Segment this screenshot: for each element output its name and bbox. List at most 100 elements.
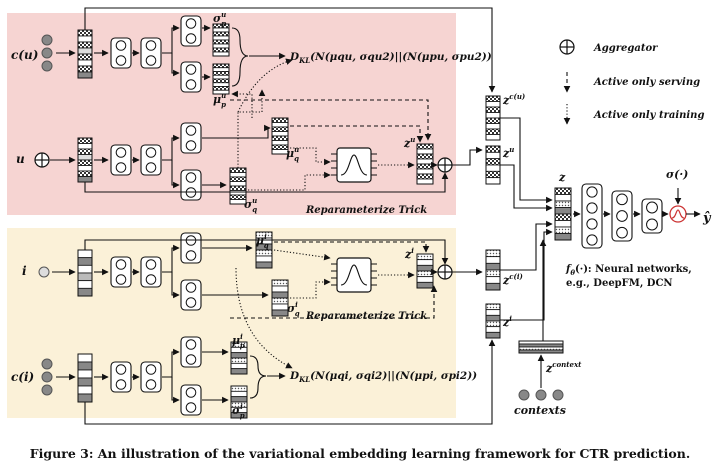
arrow-zcu-to-z <box>500 117 553 204</box>
u-embedding-cell <box>77 165 93 172</box>
z-i-vector-right-cell <box>485 320 501 328</box>
u-layer-mu-neuron <box>185 140 197 151</box>
z-concat-vector-cell <box>554 220 572 228</box>
i-layer-2-neuron <box>145 259 157 270</box>
sigma-q-u-vector-cell <box>229 172 247 178</box>
z-u-vector-right-cell <box>485 177 501 185</box>
z-i-vector-cell <box>416 264 434 272</box>
train-sigma-i-to-reparam <box>290 278 331 299</box>
f-theta-layer-2-neuron <box>616 210 628 222</box>
label-z-i-left: zi <box>404 246 414 261</box>
arrow <box>171 272 180 299</box>
sigma-q-i-vector-cell <box>271 291 289 299</box>
ci-embedding-cell <box>77 353 93 363</box>
mu-q-i-vector-cell <box>255 255 273 263</box>
cu-layer-2-neuron <box>145 40 157 51</box>
mu-p-i-vector-cell <box>230 362 248 370</box>
z-i-vector-right-cell <box>485 331 501 339</box>
mu-p-u-vector-cell <box>212 82 230 87</box>
f-theta-layer-1-neuron <box>586 186 598 198</box>
mu-p-i-vector-cell <box>230 368 248 375</box>
mu-q-u-vector-cell <box>271 126 289 132</box>
arrow-i-skip <box>84 239 449 265</box>
label-y-hat: ŷ <box>702 211 712 226</box>
mu-q-u-vector-cell <box>271 140 289 146</box>
label-z-i-right: zi <box>502 314 512 329</box>
ci-layer-mu-neuron <box>185 339 197 350</box>
z-concat-vector-cell <box>554 233 572 241</box>
mu-p-u-vector-cell <box>212 78 230 84</box>
i-embedding-cell <box>77 249 93 259</box>
z-i-vector-cell <box>416 270 434 278</box>
z-i-vector-right-cell <box>485 309 501 316</box>
sigma-p-u-vector-cell <box>212 27 230 33</box>
mu-p-u-vector-cell <box>212 63 230 69</box>
sigma-p-i-vector <box>230 385 248 419</box>
z-context-vector <box>518 340 564 354</box>
arrow-zci-to-z <box>500 220 553 271</box>
z-cu-vector-cell <box>485 117 501 124</box>
sigma-q-u-vector-cell <box>229 185 247 191</box>
cu-layer-1-neuron <box>115 55 127 66</box>
u-layer-mu-neuron <box>185 125 197 136</box>
u-layer-2-neuron <box>145 162 157 173</box>
cu-layer-2-neuron <box>145 55 157 66</box>
i-embedding-cell <box>77 280 93 289</box>
mu-p-u-vector-cell <box>212 71 230 76</box>
i-input-node <box>38 266 50 278</box>
cu-input-node <box>41 34 53 46</box>
z-u-vector-cell <box>416 163 434 170</box>
arrow-zi-to-z <box>500 228 553 321</box>
cu-layer-mu-neuron <box>185 64 197 75</box>
sigma-p-i-vector-cell <box>230 396 248 403</box>
z-i-vector-cell <box>416 281 434 289</box>
mu-p-i-vector-cell <box>230 357 248 364</box>
z-concat-vector-cell <box>554 200 572 208</box>
sigma-q-i-vector-cell <box>271 309 289 317</box>
f-theta-line2: e.g., DeepFM, DCN <box>566 278 673 289</box>
reparam-item <box>336 257 372 293</box>
z-ci-vector-cell <box>485 276 501 284</box>
sigmoid-curve <box>671 209 685 219</box>
cu-embedding-cell <box>77 47 93 55</box>
u-embedding-cell <box>77 137 93 144</box>
ci-embedding-cell <box>77 385 93 395</box>
mu-q-u-vector-cell <box>271 135 289 141</box>
mu-q-i-vector <box>255 231 273 269</box>
z-u-vector-cell <box>416 178 434 185</box>
cu-layer-sigma-neuron <box>185 33 197 44</box>
cu-embedding-cell <box>77 35 93 43</box>
serving-mu-q-to-zu <box>290 125 424 143</box>
f-theta-layer-1 <box>581 183 603 249</box>
mu-p-i-vector <box>230 341 248 375</box>
kl-divergence-item: DKL(N(μqi, σqi2)||(N(μpi, σpi2)) <box>289 370 477 384</box>
ci-input-node <box>41 384 53 396</box>
label-contexts: contexts <box>514 404 566 417</box>
label-z-u-right: zu <box>502 145 514 160</box>
z-ci-vector-cell <box>485 249 501 258</box>
z-context-vector-cell <box>518 343 564 348</box>
ci-embedding-cell <box>77 361 93 371</box>
z-ci-vector-cell <box>485 262 501 271</box>
reparameterize-label-user: Reparameterize Trick <box>305 205 427 216</box>
arrow <box>171 160 180 189</box>
z-u-vector-cell <box>416 143 434 150</box>
z-concat-vector-cell <box>554 187 572 195</box>
skip-cu-to-zcu <box>84 7 496 93</box>
z-concat-vector-cell <box>554 213 572 221</box>
label-z-context: zcontext <box>545 360 582 375</box>
label-z-u-left: zu <box>403 135 415 150</box>
label-z-ci: zc(i) <box>502 272 523 287</box>
arrow <box>162 244 180 273</box>
arrow <box>162 348 180 378</box>
cu-layer-sigma-neuron <box>185 18 197 29</box>
i-layer-2-neuron <box>145 274 157 285</box>
sigma-q-i-vector-cell <box>271 285 289 293</box>
cu-embedding-cell <box>77 41 93 49</box>
kl-divergence-user: DKL(N(μqu, σqu2)||(N(μpu, σpu2)) <box>289 51 492 65</box>
z-cu-vector-cell <box>485 123 501 130</box>
